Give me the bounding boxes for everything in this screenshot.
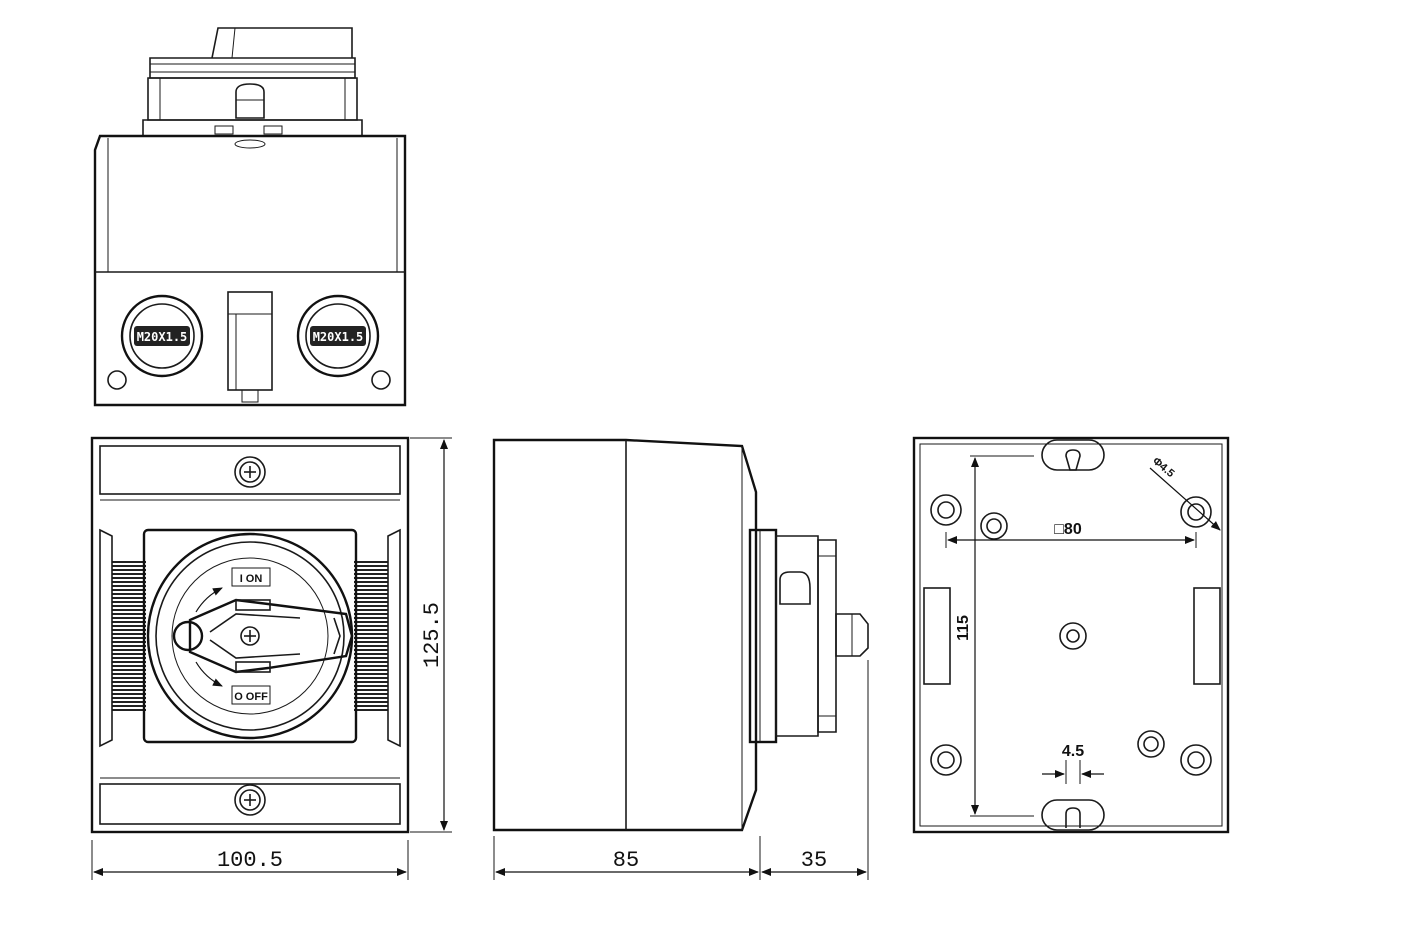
gland-label-left: M20X1.5 bbox=[137, 330, 188, 344]
mounting-slot-bottom bbox=[1041, 799, 1105, 831]
dim-hole-spacing-square: □80 bbox=[1054, 521, 1082, 538]
top-view: M20X1.5 M20X1.5 bbox=[93, 27, 407, 407]
dim-front-height: 125.5 bbox=[420, 602, 445, 668]
rotary-handle[interactable] bbox=[172, 598, 354, 674]
mounting-slot-top bbox=[1041, 439, 1105, 471]
dim-hole-spacing-vertical: 115 bbox=[955, 615, 972, 641]
position-off-label: O OFF bbox=[234, 691, 268, 703]
screw-top bbox=[234, 456, 266, 488]
side-view: 85 35 bbox=[492, 438, 869, 880]
screw-bottom bbox=[234, 784, 266, 816]
front-view: I ON O OFF 100.5 125.5 bbox=[90, 436, 452, 880]
position-on-label: I ON bbox=[240, 573, 263, 585]
dim-handle-depth: 35 bbox=[801, 848, 827, 873]
back-view: 115 □80 4.5 Φ4.5 bbox=[912, 436, 1230, 834]
gland-label-right: M20X1.5 bbox=[313, 330, 364, 344]
dim-hole-diameter: Φ4.5 bbox=[1150, 455, 1176, 480]
cable-gland-right: M20X1.5 bbox=[296, 294, 380, 378]
cable-gland-left: M20X1.5 bbox=[120, 294, 204, 378]
dim-side-depth: 85 bbox=[613, 848, 639, 873]
dim-slot-width: 4.5 bbox=[1062, 743, 1084, 760]
dim-front-width: 100.5 bbox=[217, 848, 283, 873]
